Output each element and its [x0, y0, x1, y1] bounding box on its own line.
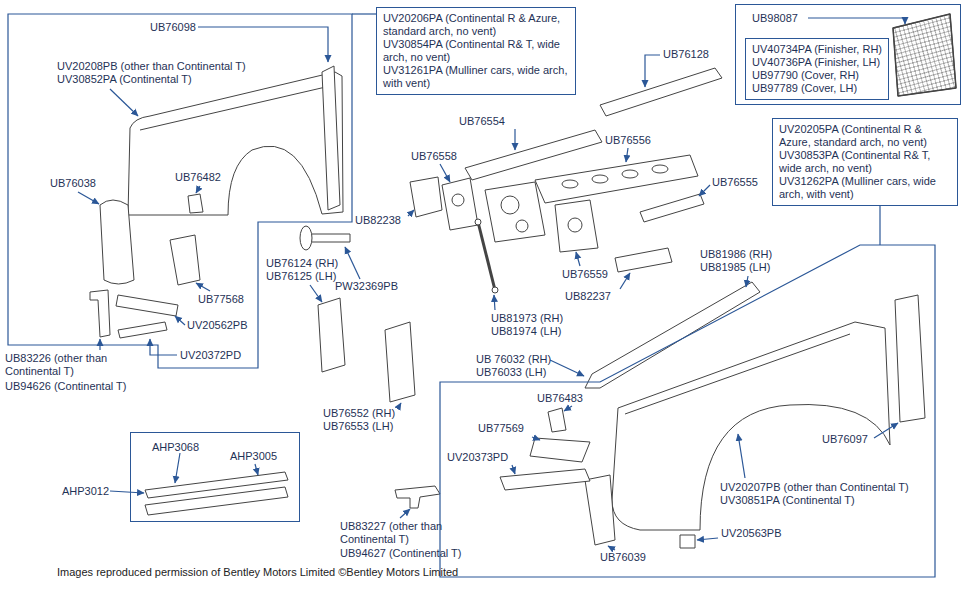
- part-number: UB76125 (LH): [266, 270, 336, 283]
- part-number: UV20563PB: [721, 527, 782, 540]
- part-number: UB76483: [537, 392, 583, 405]
- part-number: UB76559: [562, 268, 608, 281]
- part-number: UB76097: [822, 433, 868, 446]
- part-number: AHP3012: [62, 485, 109, 498]
- part-number: UB76556: [605, 134, 651, 147]
- credit-note: Images reproduced permission of Bentley …: [57, 566, 458, 579]
- part-number: UB76098: [150, 21, 196, 34]
- part-number: UB76038: [50, 177, 96, 190]
- group-outline-path: [8, 14, 352, 368]
- part-number: UB81973 (RH): [491, 312, 563, 325]
- group-outline-shape: [440, 245, 935, 577]
- group-outline: UB76098UV20208PB (other than Continental…: [8, 14, 352, 368]
- group-connector: [879, 206, 880, 245]
- part-number: UB83226 (other than Continental T): [5, 352, 130, 378]
- part-number: UB76552 (RH): [323, 407, 395, 420]
- part-number: UV30852PA (Continental T): [57, 73, 192, 86]
- group-outline: UB76483UB77569UV20373PD UB76097UV20207PB …: [440, 245, 935, 577]
- part-number: UB82238: [355, 214, 401, 227]
- part-number: UV40734PA (Finisher, RH): [752, 43, 882, 56]
- part-number: UB94626 (Continental T): [5, 380, 126, 393]
- part-number: UB82237: [565, 290, 611, 303]
- part-number: UB98087: [752, 12, 798, 25]
- part-number: UB76039: [600, 551, 646, 564]
- group-box: UB98087UV40734PA (Finisher, RH)UV40736PA…: [735, 4, 961, 105]
- part-number: UB76482: [175, 171, 221, 184]
- part-number: UB 76032 (RH): [476, 353, 551, 366]
- part-number: PW32369PB: [335, 280, 398, 293]
- part-number: UB77568: [198, 293, 244, 306]
- part-number: UV30851PA (Continental T): [720, 494, 855, 507]
- part-number: UB76558: [411, 150, 457, 163]
- part-number: UB76033 (LH): [476, 366, 546, 379]
- part-number: UV40736PA (Finisher, LH): [752, 56, 882, 69]
- part-number: UB97789 (Cover, LH): [752, 82, 882, 95]
- part-number: UB81985 (LH): [700, 261, 770, 274]
- part-number: UB76124 (RH): [266, 257, 338, 270]
- part-number: UV20206PA (Continental R & Azure, standa…: [383, 12, 569, 38]
- part-number: UV30853PA (Continental R& T, wide arch, …: [779, 149, 951, 175]
- note-box: UV20205PA (Continental R & Azure, standa…: [772, 118, 958, 206]
- part-number: UV31262PA (Mulliner cars, wide arch, wit…: [779, 175, 951, 201]
- part-number: UB76555: [712, 176, 758, 189]
- part-number: UB77569: [478, 422, 524, 435]
- note-box: UV40734PA (Finisher, RH)UV40736PA (Finis…: [745, 38, 889, 100]
- part-number: AHP3068: [152, 441, 199, 454]
- group-connector: [352, 13, 376, 14]
- part-number: UB83227 (other than Continental T): [340, 520, 465, 546]
- part-number: UV20207PB (other than Continental T): [720, 481, 909, 494]
- part-number: UB76128: [663, 48, 709, 61]
- part-number: AHP3005: [230, 450, 277, 463]
- note-box: UV20206PA (Continental R & Azure, standa…: [376, 7, 576, 95]
- part-number: UV20205PA (Continental R & Azure, standa…: [779, 123, 951, 149]
- part-number: UB94627 (Continental T): [340, 547, 461, 560]
- part-number: UB97790 (Cover, RH): [752, 69, 882, 82]
- part-number: UV20562PB: [187, 319, 248, 332]
- part-number: UV30854PA (Continental R& T, wide arch, …: [383, 38, 569, 64]
- part-number: UB76554: [459, 115, 505, 128]
- part-number: UV20208PB (other than Continental T): [57, 60, 246, 73]
- part-number: UB76553 (LH): [323, 420, 393, 433]
- part-number: UB81986 (RH): [700, 248, 772, 261]
- part-number: UB81974 (LH): [491, 325, 561, 338]
- part-number: UV20373PD: [447, 451, 508, 464]
- part-number: UV31261PA (Mulliner cars, wide arch, wit…: [383, 64, 569, 90]
- part-number: UV20372PD: [180, 349, 241, 362]
- group-box: AHP3068AHP3005: [130, 432, 300, 522]
- group-outline-path: [440, 245, 935, 577]
